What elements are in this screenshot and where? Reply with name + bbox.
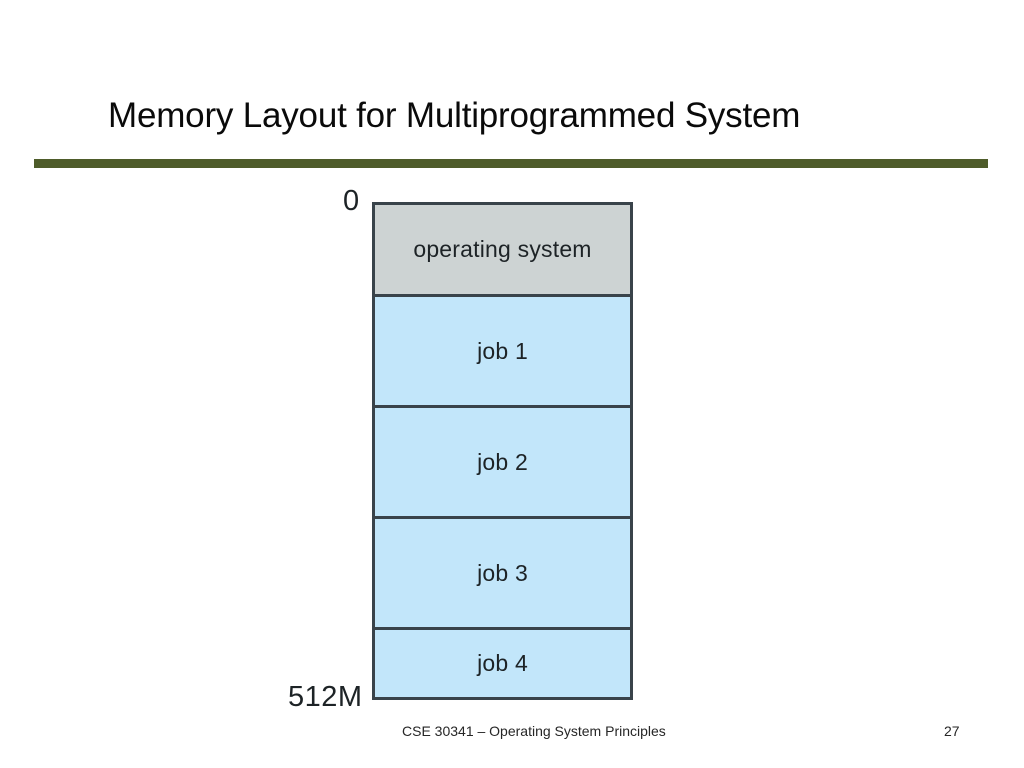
page-title: Memory Layout for Multiprogrammed System	[108, 96, 801, 136]
address-label-top: 0	[343, 185, 360, 217]
memory-block-job-4: job 4	[375, 627, 630, 697]
title-divider	[34, 159, 988, 168]
memory-block-job-3: job 3	[375, 516, 630, 627]
memory-block-job-2: job 2	[375, 405, 630, 516]
memory-block-operating-system: operating system	[375, 205, 630, 294]
footer-page-number: 27	[944, 723, 960, 739]
footer-course-text: CSE 30341 – Operating System Principles	[402, 723, 666, 739]
address-label-bottom: 512M	[288, 681, 363, 713]
memory-layout-diagram: 0 512M operating system job 1 job 2 job …	[280, 185, 640, 713]
memory-column: operating system job 1 job 2 job 3 job 4	[372, 202, 633, 700]
memory-block-job-1: job 1	[375, 294, 630, 405]
